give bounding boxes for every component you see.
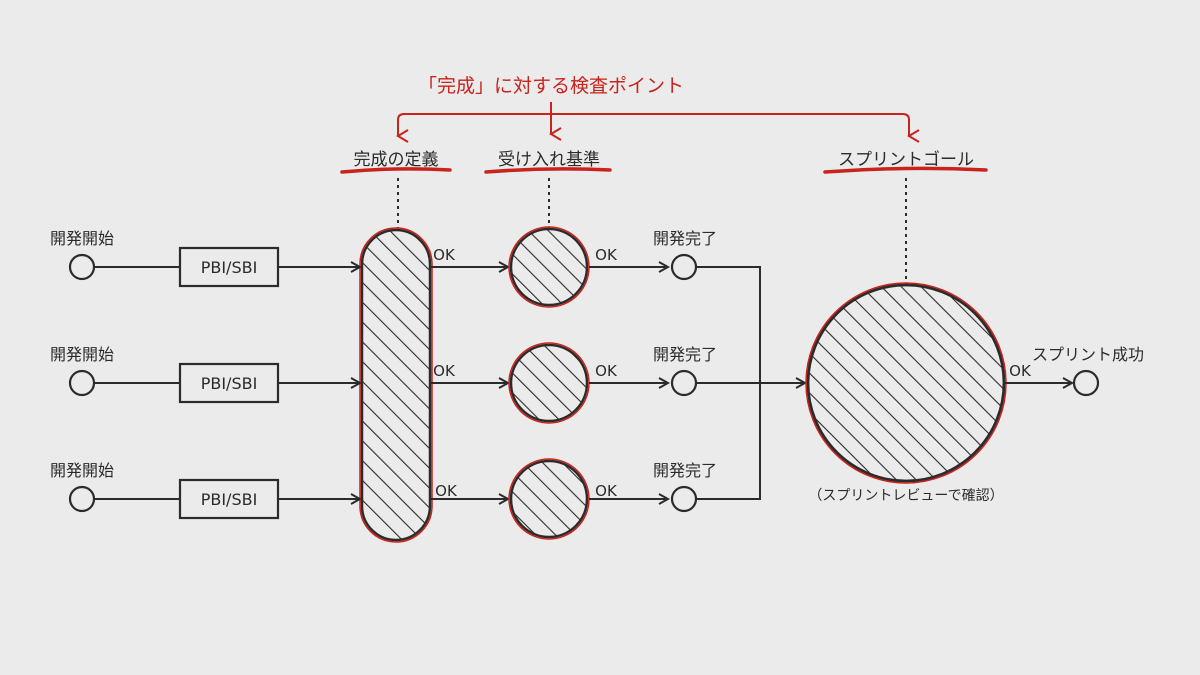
start-node	[68, 485, 96, 513]
dod-underline	[340, 167, 452, 174]
start-node	[68, 369, 96, 397]
acceptance-checkpoint	[509, 343, 589, 423]
pbi-sbi-label: PBI/SBI	[201, 490, 258, 509]
merge-connector	[696, 266, 805, 500]
dod-label: 完成の定義	[354, 150, 439, 170]
dev-done-label: 開発完了	[653, 229, 717, 248]
done-node	[670, 485, 698, 513]
inspection-points-title: 「完成」に対する検査ポイント	[418, 75, 684, 97]
dev-start-label: 開発開始	[50, 461, 114, 480]
lane-1: 開発開始 PBI/SBI OK OK 開発完了	[50, 226, 717, 308]
inspection-bracket	[396, 102, 920, 143]
sprint-goal-underline	[823, 166, 988, 174]
sprint-review-note: （スプリントレビューで確認）	[808, 488, 1003, 504]
acceptance-label: 受け入れ基準	[498, 150, 600, 170]
acceptance-checkpoint	[509, 227, 589, 307]
sprint-goal-checkpoint	[806, 283, 1006, 483]
pbi-sbi-label: PBI/SBI	[201, 374, 258, 393]
ok-label: OK	[433, 362, 456, 380]
dev-start-label: 開発開始	[50, 345, 114, 364]
sprint-success-label: スプリント成功	[1032, 345, 1144, 364]
pbi-sbi-label: PBI/SBI	[201, 258, 258, 277]
dod-checkpoint-pill	[360, 228, 432, 542]
sprint-success-node	[1072, 369, 1100, 397]
dev-start-label: 開発開始	[50, 229, 114, 248]
lane-2: 開発開始 PBI/SBI OK OK 開発完了	[50, 342, 717, 424]
acceptance-underline	[484, 167, 612, 174]
ok-label: OK	[435, 482, 458, 500]
start-node	[68, 253, 96, 281]
dev-done-label: 開発完了	[653, 345, 717, 364]
done-node	[670, 369, 698, 397]
done-node	[670, 253, 698, 281]
acceptance-checkpoint	[509, 459, 589, 539]
dotted-connectors	[397, 178, 907, 285]
ok-label: OK	[433, 246, 456, 264]
ok-label: OK	[595, 482, 618, 500]
sprint-goal-label: スプリントゴール	[838, 149, 974, 170]
ok-label: OK	[595, 246, 618, 264]
dev-done-label: 開発完了	[653, 461, 717, 480]
lane-3: 開発開始 PBI/SBI OK OK 開発完了	[50, 458, 717, 540]
ok-label: OK	[595, 362, 618, 380]
ok-label: OK	[1009, 362, 1032, 380]
